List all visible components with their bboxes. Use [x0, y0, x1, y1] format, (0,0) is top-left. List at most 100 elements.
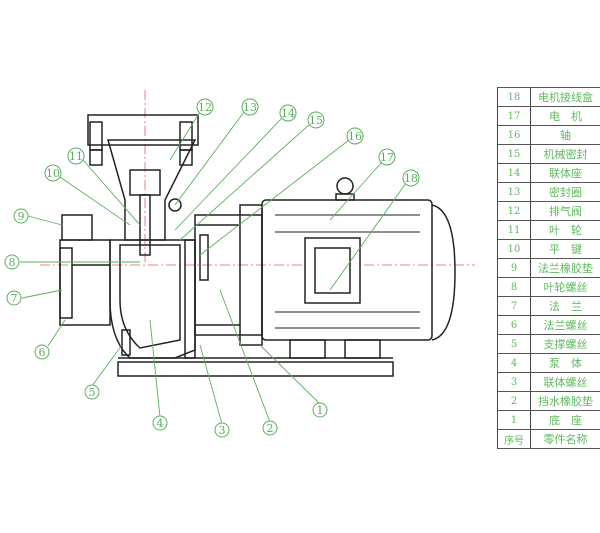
part-number: 4	[497, 353, 531, 373]
svg-text:4: 4	[157, 417, 164, 430]
inlet-flange	[59, 239, 111, 326]
callout-18: 18	[402, 169, 420, 187]
callout-10: 10	[44, 164, 62, 182]
part-number: 15	[497, 144, 531, 164]
part-number: 13	[497, 182, 531, 202]
part-number: 11	[497, 220, 531, 240]
part-name: 联体座	[530, 163, 600, 183]
callout-15: 15	[307, 111, 325, 129]
part-name: 零件名称	[530, 429, 600, 449]
svg-text:8: 8	[9, 256, 16, 269]
svg-text:12: 12	[198, 101, 212, 114]
svg-text:9: 9	[18, 210, 25, 223]
junction-box	[304, 237, 361, 304]
base	[117, 361, 394, 377]
callout-14: 14	[279, 104, 297, 122]
svg-text:11: 11	[69, 150, 83, 163]
callout-7: 7	[6, 290, 22, 306]
callout-13: 13	[241, 98, 259, 116]
part-number: 12	[497, 201, 531, 221]
callout-4: 4	[152, 415, 168, 431]
part-name: 电 机	[530, 106, 600, 126]
part-number: 14	[497, 163, 531, 183]
callout-9: 9	[13, 208, 29, 224]
svg-text:3: 3	[219, 424, 226, 437]
svg-text:13: 13	[243, 101, 257, 114]
part-number: 6	[497, 315, 531, 335]
svg-text:2: 2	[267, 422, 274, 435]
table-header-row: 序号零件名称	[497, 429, 600, 449]
svg-text:5: 5	[89, 386, 96, 399]
callout-leaders	[20, 111, 407, 425]
pump-body	[59, 114, 456, 377]
callout-16: 16	[346, 127, 364, 145]
part-number: 5	[497, 334, 531, 354]
svg-text:1: 1	[317, 404, 324, 417]
centerlines	[40, 90, 475, 266]
callout-1: 1	[312, 402, 328, 418]
part-number: 7	[497, 296, 531, 316]
part-number: 9	[497, 258, 531, 278]
callout-6: 6	[34, 344, 50, 360]
pump-cross-section-drawing: 1 2 3 4 5 6 7 8 9 10 11 12 13 14 15 16 1…	[4, 90, 475, 438]
callout-8: 8	[4, 254, 20, 270]
svg-text:10: 10	[46, 167, 60, 180]
part-name: 叶轮螺丝	[530, 277, 600, 297]
part-name: 轴	[530, 125, 600, 145]
callout-2: 2	[262, 420, 278, 436]
part-name: 排气阀	[530, 201, 600, 221]
svg-text:6: 6	[39, 346, 46, 359]
part-name: 法兰螺丝	[530, 315, 600, 335]
part-name: 密封圈	[530, 182, 600, 202]
part-name: 电机接线盒	[530, 87, 600, 107]
callout-11: 11	[67, 147, 85, 165]
part-number: 16	[497, 125, 531, 145]
callouts: 1 2 3 4 5 6 7 8 9 10 11 12 13 14 15 16 1…	[4, 98, 420, 438]
svg-text:16: 16	[348, 130, 362, 143]
part-number: 17	[497, 106, 531, 126]
svg-text:18: 18	[404, 172, 418, 185]
svg-text:14: 14	[281, 107, 295, 120]
svg-text:17: 17	[380, 151, 394, 164]
discharge-outlet	[107, 139, 197, 241]
part-name: 底 座	[530, 410, 600, 430]
svg-text:7: 7	[11, 292, 18, 305]
lifting-eye	[336, 177, 354, 195]
callout-3: 3	[214, 422, 230, 438]
part-number: 序号	[497, 429, 531, 449]
callout-5: 5	[84, 384, 100, 400]
part-name: 法 兰	[530, 296, 600, 316]
part-name: 叶 轮	[530, 220, 600, 240]
part-number: 8	[497, 277, 531, 297]
part-name: 泵 体	[530, 353, 600, 373]
part-name: 机械密封	[530, 144, 600, 164]
part-name: 平 键	[530, 239, 600, 259]
svg-text:15: 15	[309, 114, 323, 127]
part-number: 1	[497, 410, 531, 430]
part-number: 3	[497, 372, 531, 392]
part-number: 18	[497, 87, 531, 107]
part-name: 联体螺丝	[530, 372, 600, 392]
part-number: 10	[497, 239, 531, 259]
part-name: 法兰橡胶垫	[530, 258, 600, 278]
part-number: 2	[497, 391, 531, 411]
callout-17: 17	[378, 148, 396, 166]
